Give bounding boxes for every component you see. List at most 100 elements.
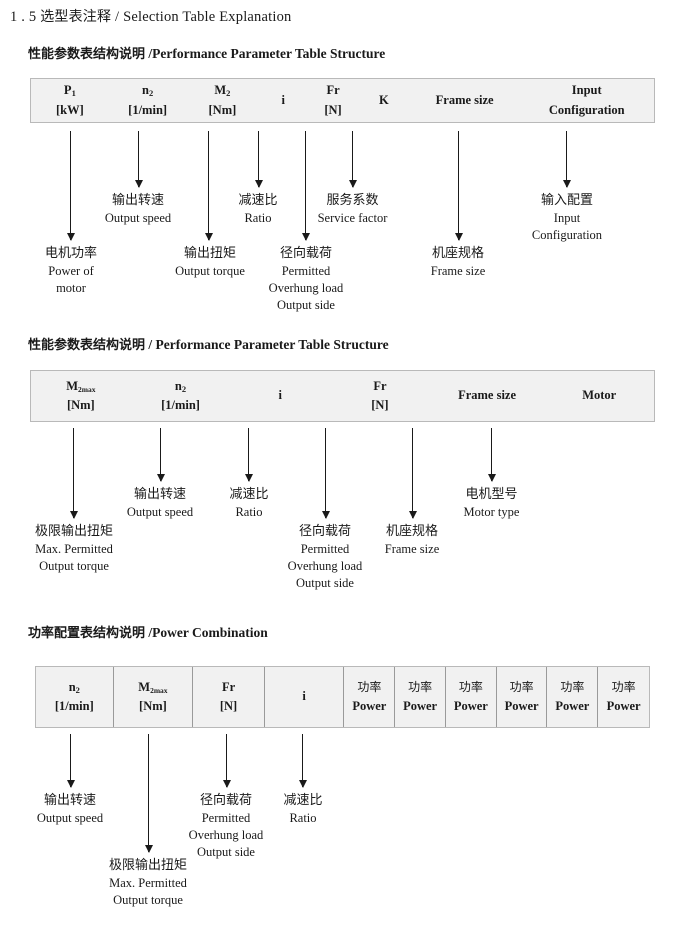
page-title-cn: 选型表注释 [40, 9, 112, 25]
label-cn: 径向载荷 [298, 524, 351, 539]
label-cn: 输出扭矩 [183, 246, 236, 261]
label-en-0: Max. Permitted [109, 875, 187, 890]
section-title-cn: 性能参数表结构说明 [28, 338, 146, 353]
cell-subscript: 2max [150, 685, 168, 695]
cell-symbol: 功率 [458, 680, 483, 695]
arrow-motor-type [487, 428, 496, 482]
table-header-cell-motor: Motor [544, 371, 654, 421]
arrow-frame-size-2 [408, 428, 417, 519]
cell-subscript: 2 [148, 88, 154, 99]
cell-symbol: 功率 [611, 680, 636, 695]
table-header-cell-m2max: M2max [Nm] [31, 371, 131, 421]
label-en-0: Frame size [430, 263, 486, 278]
cell-subscript: 2 [75, 684, 80, 695]
label-power-of-motor: 电机功率 Power of motor [22, 245, 120, 297]
cell-unit: [N] [324, 102, 342, 117]
label-ratio-3: 减速比 Ratio [264, 792, 342, 827]
cell-symbol: Frame size [435, 92, 494, 107]
cell-unit: Power [555, 698, 590, 713]
label-cn: 输出转速 [43, 793, 96, 808]
table-header-cell-power-1: 功率 Power [344, 667, 396, 727]
table-header-cell-k: K [358, 79, 410, 122]
cell-unit: [Nm] [208, 102, 237, 117]
arrow-ratio-2 [244, 428, 253, 482]
cell-unit: [1/min] [128, 102, 168, 117]
cell-symbol: Fr [221, 679, 236, 694]
cell-unit: [Nm] [139, 699, 167, 713]
table-header-cell-fr: Fr [N] [193, 667, 265, 727]
table-header-cell-i: i [258, 79, 308, 122]
cell-subscript: 2 [226, 88, 231, 99]
page-title-separator: / [115, 9, 120, 25]
label-en-0: Permitted [300, 541, 350, 556]
arrow-output-speed-3 [66, 734, 75, 788]
table-header-cell-m2max: M2max [Nm] [114, 667, 194, 727]
arrow-overhung-load-3 [222, 734, 231, 788]
label-max-output-torque-3: 极限输出扭矩 Max. Permitted Output torque [92, 857, 204, 909]
cell-unit: [N] [219, 699, 238, 713]
label-en-0: Max. Permitted [35, 541, 113, 556]
label-en-0: Output speed [36, 810, 104, 825]
label-cn: 极限输出扭矩 [108, 858, 187, 873]
label-cn: 减速比 [238, 193, 278, 208]
label-cn: 服务系数 [326, 193, 379, 208]
label-en-0: Motor type [463, 504, 520, 519]
cell-symbol: K [379, 92, 389, 107]
label-cn: 输入配置 [540, 193, 593, 208]
label-frame-size-2: 机座规格 Frame size [366, 523, 458, 558]
label-en-1: Overhung load [287, 559, 363, 574]
arrow-ratio [254, 131, 263, 188]
section-title-power-combination: 功率配置表结构说明 /Power Combination [28, 622, 268, 641]
arrow-input-configuration [562, 131, 571, 188]
label-motor-type: 电机型号 Motor type [440, 486, 543, 521]
label-en-0: Output speed [126, 504, 194, 519]
cell-symbol: P [63, 83, 72, 98]
section-title-separator: / [148, 625, 153, 640]
arrow-ratio-3 [298, 734, 307, 788]
arrow-output-speed [134, 131, 143, 188]
cell-unit: Power [352, 698, 387, 713]
table-header-cell-n2: n2 [1/min] [36, 667, 114, 727]
label-en-0: Power of [48, 263, 94, 278]
table-header-cell-power-3: 功率 Power [446, 667, 497, 727]
cell-subscript: 2max [78, 384, 96, 394]
arrow-frame-size [454, 131, 463, 241]
section-title-en: Performance Parameter Table Structure [152, 46, 386, 61]
label-max-output-torque: 极限输出扭矩 Max. Permitted Output torque [18, 523, 130, 575]
table-header-cell-power-4: 功率 Power [497, 667, 548, 727]
cell-symbol: 功率 [408, 680, 433, 695]
label-en-0: Permitted [201, 810, 251, 825]
cell-unit: Configuration [548, 102, 625, 117]
cell-unit: Power [403, 698, 438, 713]
label-ratio-2: 减速比 Ratio [210, 486, 288, 521]
power-combination-table: n2 [1/min] M2max [Nm] Fr [N] i 功率 Power … [35, 666, 650, 728]
label-en-2: Output side [277, 298, 335, 313]
label-output-speed-2: 输出转速 Output speed [110, 486, 210, 521]
arrow-overhung-load-2 [321, 428, 330, 519]
label-cn: 电机功率 [44, 246, 97, 261]
section-title-en: Power Combination [152, 625, 268, 640]
cell-symbol: M [66, 378, 78, 393]
label-overhung-load-2: 径向载荷 Permitted Overhung load Output side [281, 523, 369, 593]
label-en-1: Output torque [39, 559, 109, 574]
label-cn: 电机型号 [465, 487, 518, 502]
cell-symbol: Input [571, 83, 602, 98]
label-cn: 减速比 [283, 793, 323, 808]
label-en-0: Output torque [175, 263, 245, 278]
cell-symbol: i [278, 388, 282, 403]
cell-symbol: Motor [582, 388, 617, 403]
arrow-max-output-torque [69, 428, 78, 519]
section-title-performance-2: 性能参数表结构说明 / Performance Parameter Table … [28, 334, 389, 353]
table-header-cell-i: i [230, 371, 330, 421]
label-cn: 减速比 [229, 487, 269, 502]
table-header-cell-p1: P1 [kW] [31, 79, 109, 122]
cell-subscript: 2 [181, 383, 187, 394]
label-en-0: Frame size [384, 541, 440, 556]
label-output-torque: 输出扭矩 Output torque [160, 245, 260, 280]
cell-symbol: 功率 [357, 680, 382, 695]
table-header-cell-i: i [265, 667, 345, 727]
label-en-0: Ratio [244, 210, 272, 225]
table-header-cell-frame-size: Frame size [430, 371, 545, 421]
cell-unit: [1/min] [54, 699, 94, 713]
cell-symbol: M [214, 83, 227, 98]
